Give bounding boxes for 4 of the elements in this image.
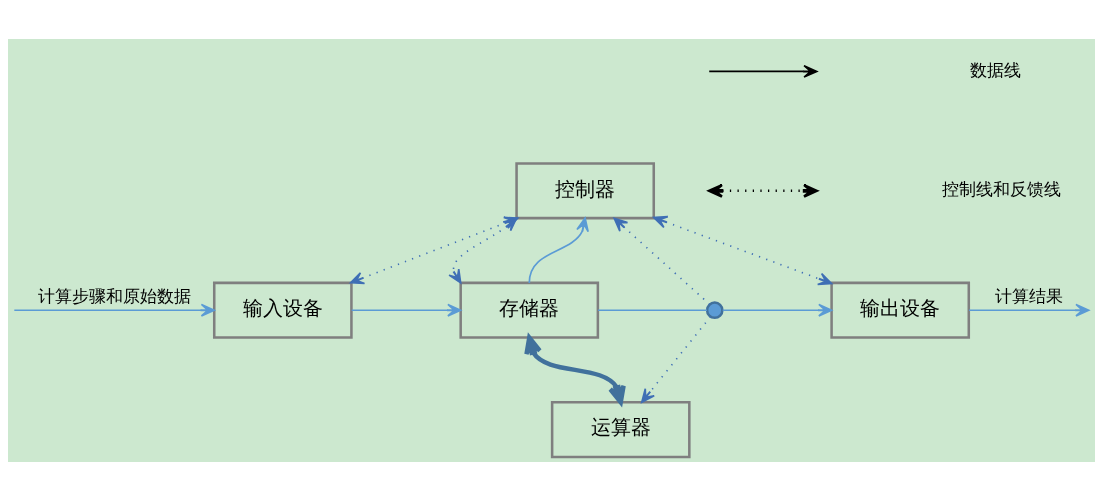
edge-label: 计算步骤和原始数据 <box>37 286 191 306</box>
legend-label: 数据线 <box>969 60 1021 80</box>
legend-label: 控制线和反馈线 <box>942 179 1062 199</box>
edge-label: 计算结果 <box>994 286 1063 306</box>
